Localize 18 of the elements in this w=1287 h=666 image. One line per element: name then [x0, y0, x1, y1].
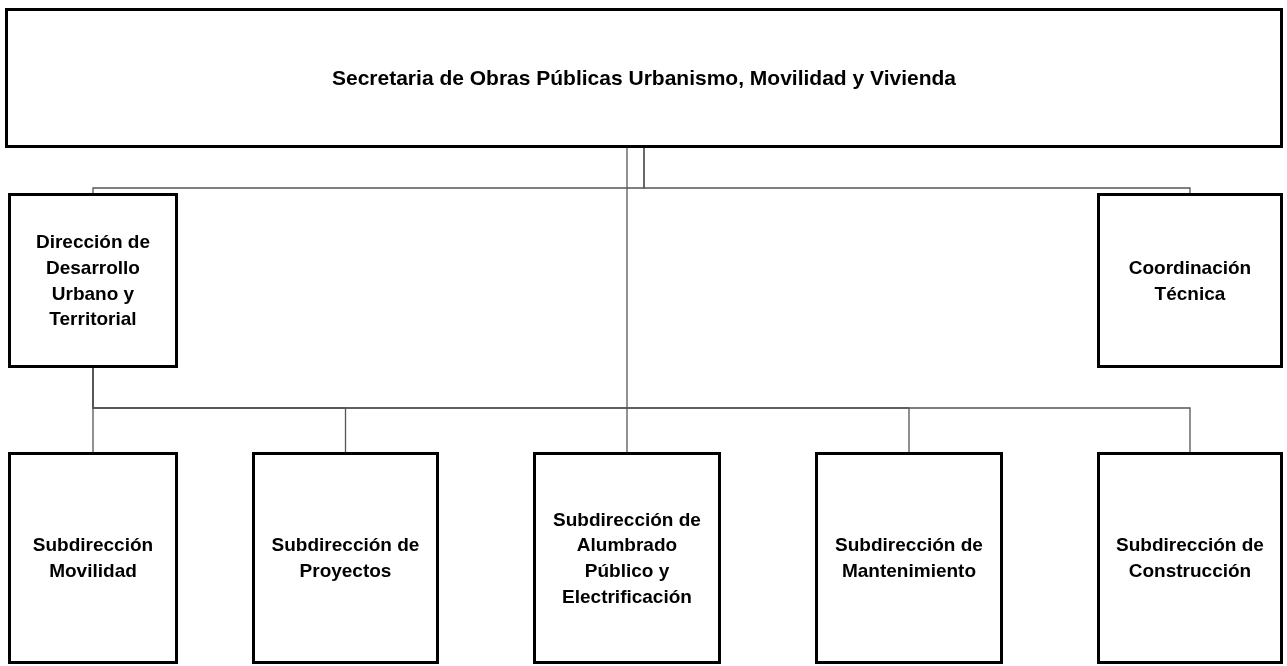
connector-line — [626, 147, 628, 453]
unit-name: Dirección de Desarrollo Urbano y Territorial — [34, 230, 151, 332]
unit-name: Coordinación Técnica — [1127, 255, 1253, 306]
connector-line — [643, 147, 1191, 194]
unit-name: Subdirección Movilidad — [31, 533, 155, 583]
org-box — [8, 193, 178, 368]
title-text: Secretaria de Obras Públicas Urbanismo, Movilidad y Vivienda — [332, 64, 956, 91]
org-box — [815, 452, 1003, 664]
org-box — [1097, 193, 1283, 368]
org-box — [252, 452, 439, 664]
unit-name: Subdirección de Construcción — [1115, 533, 1265, 583]
org-box — [8, 452, 178, 664]
org-box — [5, 8, 1283, 148]
org-box — [533, 452, 721, 664]
unit-name: Subdirección de Mantenimiento — [834, 533, 984, 583]
org-box — [1097, 452, 1283, 664]
unit-name: Subdirección de Alumbrado Público y Electrificación — [552, 507, 702, 609]
unit-name: Subdirección de Proyectos — [270, 533, 421, 583]
